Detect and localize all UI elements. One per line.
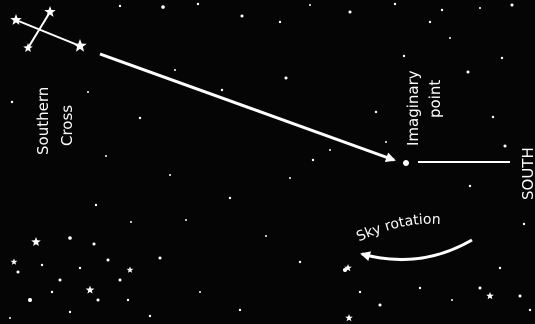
background-star [289, 177, 291, 179]
background-star [312, 159, 314, 161]
background-star [523, 223, 525, 225]
background-star [469, 185, 471, 187]
background-star [511, 4, 514, 7]
background-star [28, 298, 32, 302]
background-star [41, 264, 43, 266]
background-star [79, 267, 81, 269]
background-star [329, 149, 331, 151]
background-star [119, 279, 122, 282]
background-star [265, 235, 267, 237]
background-star [504, 145, 507, 148]
background-star [174, 69, 176, 71]
background-star [492, 116, 494, 118]
background-star [139, 117, 141, 119]
background-star [501, 57, 503, 59]
background-star [127, 299, 129, 301]
background-star [119, 5, 121, 7]
label-south: SOUTH [519, 147, 535, 200]
background-star [359, 291, 361, 293]
background-star [169, 174, 171, 176]
background-star [419, 287, 421, 289]
background-star [479, 7, 481, 9]
imaginary-point-dot [403, 160, 409, 166]
background-star [107, 259, 110, 262]
background-star [105, 155, 107, 157]
background-star [467, 71, 470, 74]
background-star [185, 219, 187, 221]
background-star [97, 299, 100, 302]
background-star [239, 309, 241, 311]
background-star [161, 5, 165, 9]
background-star [451, 299, 453, 301]
background-star [394, 3, 396, 5]
background-star [403, 55, 405, 57]
background-star [375, 111, 377, 113]
background-star [229, 197, 231, 199]
background-star [17, 271, 20, 274]
background-star [429, 21, 431, 23]
background-star [441, 9, 443, 11]
background-star [299, 261, 301, 263]
background-star [479, 287, 482, 290]
background-star [279, 21, 281, 23]
background-star [159, 257, 162, 260]
background-star [221, 89, 223, 91]
background-star [95, 204, 97, 206]
background-star [529, 309, 531, 311]
background-star [449, 37, 451, 39]
background-star [519, 295, 522, 298]
background-star [379, 304, 382, 307]
background-star [241, 15, 244, 18]
background-star [59, 279, 62, 282]
background-star [130, 221, 132, 223]
label-imaginary: Imaginary [404, 70, 422, 146]
background-star [149, 315, 151, 317]
background-star [349, 11, 352, 14]
background-star [309, 4, 311, 6]
background-star [285, 77, 288, 80]
background-star [51, 291, 53, 293]
background-star [197, 3, 199, 5]
background-star [9, 317, 11, 319]
background-star [87, 91, 89, 93]
background-star [69, 311, 71, 313]
background-star [11, 101, 13, 103]
background-star [68, 236, 72, 240]
background-star [93, 243, 96, 246]
background-star [385, 141, 387, 143]
background-star [499, 267, 501, 269]
background-star [199, 291, 201, 293]
label-southern: Southern [34, 87, 52, 155]
label-cross: Cross [58, 105, 76, 146]
label-point: point [426, 80, 444, 118]
